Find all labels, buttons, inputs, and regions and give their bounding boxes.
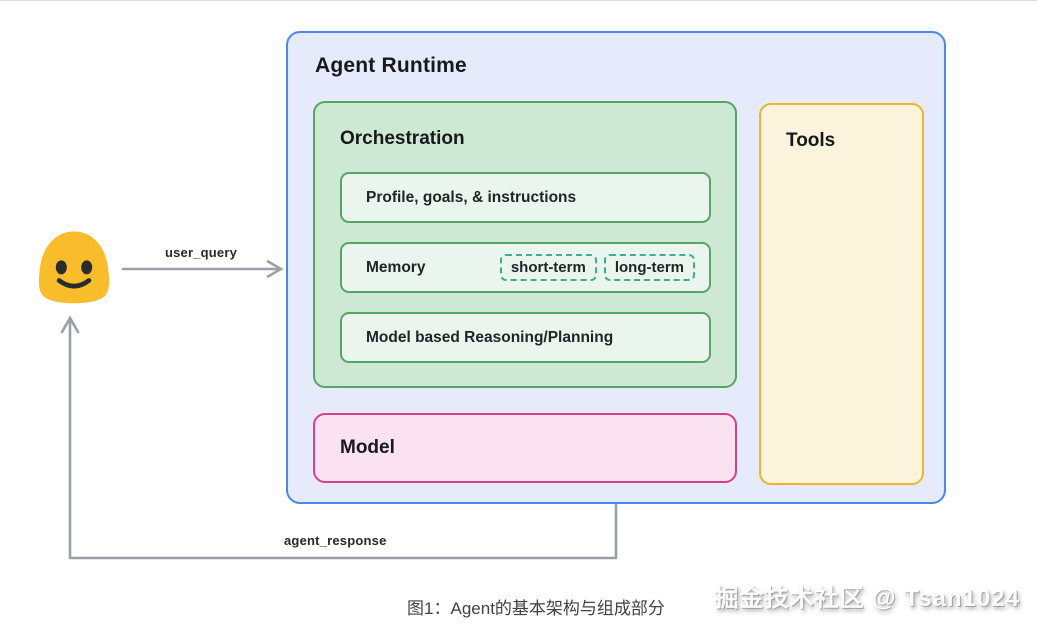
figure-caption: 图1：Agent的基本架构与组成部分 — [407, 599, 665, 618]
model-label: Model — [340, 437, 395, 458]
memory-label: Memory — [366, 258, 426, 276]
reasoning-planning-label: Model based Reasoning/Planning — [366, 328, 614, 346]
memory-box: Memory short-term long-term — [340, 242, 711, 293]
memory-chips: short-term long-term — [499, 254, 695, 281]
long-term-chip: long-term — [603, 254, 695, 281]
smiley-mouth — [56, 278, 92, 289]
user-smiley-icon — [30, 228, 118, 305]
agent-runtime-title: Agent Runtime — [315, 54, 467, 77]
tools-box: Tools — [759, 103, 924, 485]
tools-label: Tools — [786, 130, 836, 151]
profile-goals-instructions-box: Profile, goals, & instructions — [340, 172, 711, 223]
user-query-label: user_query — [164, 245, 238, 260]
reasoning-planning-box: Model based Reasoning/Planning — [340, 312, 711, 363]
orchestration-box: Orchestration Profile, goals, & instruct… — [313, 101, 737, 388]
agent-runtime-box: Agent Runtime Orchestration Profile, goa… — [286, 31, 946, 504]
short-term-chip: short-term — [499, 254, 597, 281]
agent-response-label: agent_response — [284, 533, 387, 548]
user-query-arrow — [121, 260, 284, 278]
smiley-blob — [38, 231, 110, 304]
profile-goals-instructions-label: Profile, goals, & instructions — [366, 188, 577, 206]
orchestration-title: Orchestration — [340, 128, 465, 149]
watermark-text: 掘金技术社区 @ Tsan1024 — [714, 585, 1020, 612]
model-box: Model — [313, 413, 737, 483]
smiley-right-eye — [81, 260, 93, 275]
smiley-left-eye — [55, 260, 67, 275]
